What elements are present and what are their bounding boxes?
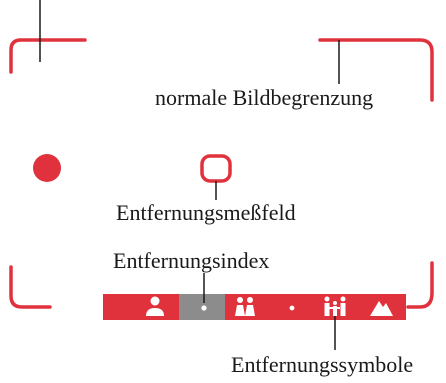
frame-corner-top-right [318,38,434,102]
distance-symbols-label: Entfernungssymbole [231,352,414,377]
frame-corner-bottom-right [406,261,434,309]
frame-corner-bottom-left [9,265,52,309]
frame-corner-top-left [9,38,87,74]
scale-bar-red-left [103,294,179,320]
indicator-dot [33,154,61,182]
group-icon [235,297,255,316]
frame-corners [9,38,434,309]
mountain-icon [370,301,393,316]
rangefinder-field-marker [200,154,232,183]
portrait-icon [146,296,164,316]
distance-scale-bar [103,294,406,320]
family-icon [324,296,346,316]
scale-dot [289,305,295,311]
frame-boundary-label: normale Bildbegrenzung [155,85,374,110]
distance-index-label: Entfernungsindex [113,248,270,273]
index-dot [201,305,207,311]
rangefinder-field-label: Entfernungsmeßfeld [116,200,296,225]
